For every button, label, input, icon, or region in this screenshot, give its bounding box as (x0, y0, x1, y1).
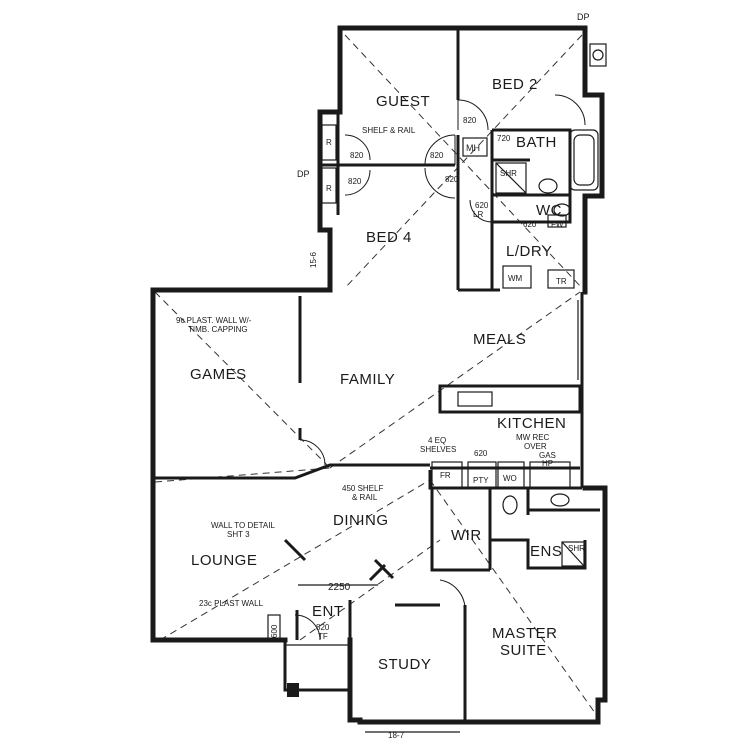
room-label-dining: DINING (333, 512, 389, 529)
dim-820-e: 820 (445, 175, 459, 184)
dim-720: 720 (497, 134, 511, 143)
note-wall-detail-1: WALL TO DETAIL (211, 521, 275, 530)
note-shelf-rail-450-2: & RAIL (352, 493, 378, 502)
dim-820-tf-2: TF (318, 632, 328, 641)
room-labels: GUEST BED 2 BATH BED 4 WC L/DRY MEALS GA… (190, 76, 566, 673)
note-mw-rec-2: OVER (524, 442, 547, 451)
room-label-guest: GUEST (376, 93, 430, 110)
label-mh: MH (466, 143, 480, 153)
note-plast-wall-2: TIMB. CAPPING (188, 325, 248, 334)
interior-walls (155, 30, 600, 720)
note-wall-detail-2: SHT 3 (227, 530, 250, 539)
room-label-study: STUDY (378, 656, 431, 673)
room-label-ldry: L/DRY (506, 243, 552, 260)
room-label-lounge: LOUNGE (191, 552, 257, 569)
label-shr-bath: SHR (500, 169, 517, 178)
room-label-wc: WC (536, 202, 562, 219)
room-label-bath: BATH (516, 134, 557, 151)
dim-820-tf-1: 820 (316, 623, 330, 632)
note-gas-hp-1: GAS (539, 451, 556, 460)
dim-15-6: 15-6 (309, 251, 318, 268)
note-shelf-rail: SHELF & RAIL (362, 126, 416, 135)
room-label-family: FAMILY (340, 371, 395, 388)
note-shelf-rail-450-1: 450 SHELF (342, 484, 383, 493)
dim-820-c: 820 (430, 151, 444, 160)
label-tr: TR (556, 277, 567, 286)
label-fr: FR (440, 471, 451, 480)
door-swings (294, 94, 586, 641)
room-label-bed4: BED 4 (366, 229, 412, 246)
label-dp-left: DP (297, 169, 310, 179)
room-label-master-2: SUITE (500, 642, 547, 659)
dim-620-b: 620 (523, 220, 537, 229)
dimension-labels: 820 820 820 820 820 720 620 620 620 2250… (270, 116, 537, 740)
room-label-games: GAMES (190, 366, 247, 383)
dim-18-7: 18-7 (388, 731, 405, 740)
label-lr: LR (473, 210, 483, 219)
room-label-meals: MEALS (473, 331, 526, 348)
note-mw-rec-1: MW REC (516, 433, 550, 442)
note-plast-23c: 23c PLAST WALL (199, 599, 264, 608)
room-label-ens: ENS (530, 543, 562, 560)
room-label-kitchen: KITCHEN (497, 415, 566, 432)
label-robe-1: R (326, 138, 332, 147)
label-pty: PTY (473, 476, 489, 485)
room-label-wir: WIR (451, 527, 482, 544)
fixture-labels: DP DP MH SHR SHR LR FW WM TR FR PTY WO R… (297, 12, 590, 553)
dim-620-c: 620 (474, 449, 488, 458)
label-shr-ens: SHR (568, 544, 585, 553)
label-wo: WO (503, 474, 517, 483)
note-eq-shelves-2: SHELVES (420, 445, 456, 454)
label-dp-top: DP (577, 12, 590, 22)
dim-600: 600 (270, 624, 279, 638)
note-eq-shelves-1: 4 EQ (428, 436, 446, 445)
fixtures (321, 43, 607, 567)
room-label-master-1: MASTER (492, 625, 558, 642)
dim-620-a: 620 (475, 201, 489, 210)
label-fw: FW (551, 220, 564, 229)
dim-2250: 2250 (328, 582, 351, 593)
label-robe-2: R (326, 184, 332, 193)
room-label-ent: ENT (312, 603, 344, 620)
note-plast-wall-1: 9c PLAST. WALL W/- (176, 316, 252, 325)
notes: SHELF & RAIL 9c PLAST. WALL W/- TIMB. CA… (176, 126, 556, 608)
exterior-walls (150, 25, 608, 725)
dim-820-d: 820 (348, 177, 362, 186)
room-label-bed2: BED 2 (492, 76, 538, 93)
dim-820-a: 820 (463, 116, 477, 125)
note-gas-hp-2: HP (542, 459, 553, 468)
dim-820-b: 820 (350, 151, 364, 160)
label-wm: WM (508, 274, 523, 283)
